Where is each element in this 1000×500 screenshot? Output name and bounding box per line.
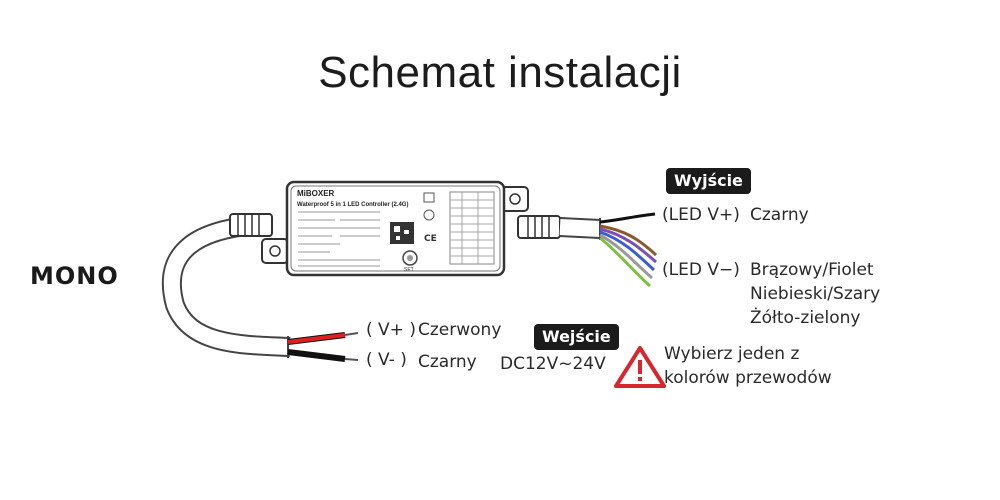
- input-voltage: DC12V~24V: [500, 354, 606, 374]
- input-badge: Wejście: [534, 324, 619, 350]
- input-cable-inner: [163, 217, 291, 355]
- input-wire-black: [287, 349, 346, 362]
- led-minus-color-3: Żółto-zielony: [750, 308, 861, 328]
- mono-label: MONO: [30, 262, 119, 290]
- right-strain-relief: [517, 215, 561, 239]
- device-set-label: SET: [404, 267, 414, 273]
- svg-text:CE: CE: [424, 234, 437, 244]
- output-wire-brown: [599, 224, 658, 257]
- output-badge: Wyjście: [666, 168, 751, 194]
- v-plus-color: Czerwony: [418, 320, 502, 340]
- led-plus-label: (LED V+): [662, 205, 740, 225]
- device-brand: MiBOXER: [297, 189, 335, 198]
- output-wire-black: [599, 212, 656, 224]
- left-strain-relief: [229, 213, 273, 237]
- output-wire-purple: [599, 227, 657, 264]
- v-plus-label: ( V+ ): [366, 320, 416, 340]
- controller-body: CE MiBOXER Waterproof 5 in 1 LED Control…: [261, 180, 529, 277]
- output-wire-green: [599, 236, 651, 288]
- page-title: Schemat instalacji: [318, 48, 682, 97]
- v-minus-label: ( V- ): [366, 350, 407, 370]
- led-minus-label: (LED V−): [662, 260, 740, 280]
- led-minus-color-2: Niebieski/Szary: [750, 284, 881, 304]
- output-wire-blue: [599, 230, 656, 272]
- warning-line-2: kolorów przewodów: [664, 368, 832, 388]
- output-wire-gray: [599, 233, 653, 280]
- device-model: Waterproof 5 in 1 LED Controller (2.4G): [297, 202, 408, 208]
- warning-line-1: Wybierz jeden z: [664, 344, 800, 364]
- led-plus-color: Czarny: [750, 205, 809, 225]
- led-minus-color-1: Brązowy/Fiolet: [750, 260, 874, 280]
- v-minus-color: Czarny: [418, 352, 477, 372]
- warning-triangle-icon: [614, 346, 666, 388]
